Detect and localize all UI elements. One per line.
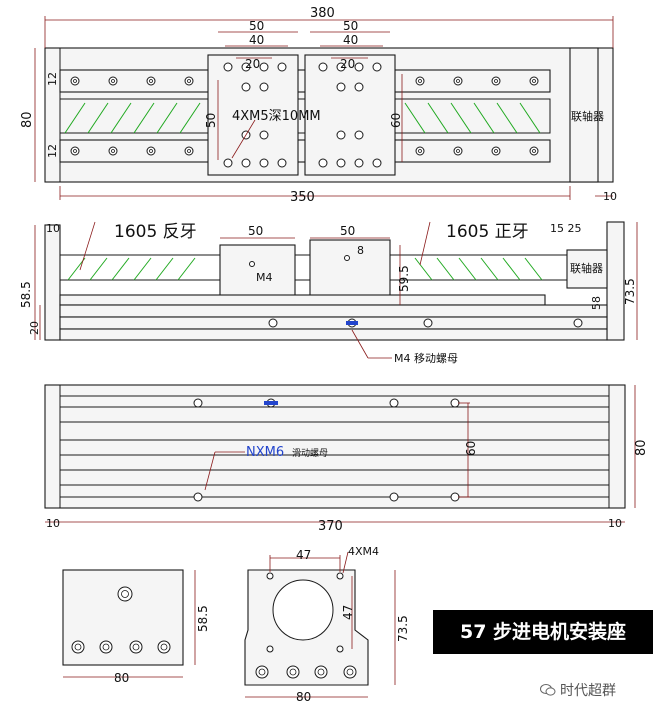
top-block-holes <box>223 62 382 168</box>
top-coupler-box <box>569 47 599 183</box>
dim-bottom-width: 80 <box>634 439 649 456</box>
dim-bottom-hole-spacing: 60 <box>464 441 478 456</box>
front-base-low <box>59 316 608 330</box>
dim-top-block-width-right: 50 <box>343 19 358 33</box>
top-view: 380 50 50 40 40 20 20 12 12 80 50 60 4XM… <box>20 6 617 205</box>
wechat-icon <box>540 684 556 696</box>
top-block-right <box>304 54 396 176</box>
dim-top-block-height-right: 60 <box>389 113 403 128</box>
dim-front-coupler-height: 58 <box>590 296 603 310</box>
top-screw-thread-left <box>64 102 201 134</box>
bottom-nut-label-suffix: 滑动螺母 <box>292 448 328 459</box>
mount-front-thread-note: 4XM4 <box>348 545 379 558</box>
bottom-nut-marker <box>264 401 278 405</box>
dim-top-end-width: 10 <box>603 190 617 203</box>
dim-front-base-thickness: 20 <box>28 321 41 335</box>
front-view: 10 1605 反牙 1605 正牙 50 50 8 M4 59.5 15 25… <box>19 221 638 365</box>
mount-side-view: 58.5 80 <box>62 569 210 685</box>
top-thread-note: 4XM5深10MM <box>232 109 321 124</box>
front-coupler <box>566 249 608 289</box>
dim-top-block-width-left: 50 <box>249 19 264 33</box>
dim-top-center-right: 20 <box>340 57 355 71</box>
top-coupler-label: 联轴器 <box>571 109 604 123</box>
bottom-view: NXM6 滑动螺母 60 80 10 370 10 <box>44 384 649 534</box>
mount-front-view: 47 4XM4 47 73.5 80 <box>244 545 410 704</box>
motor-bore <box>272 579 334 641</box>
dim-front-total-height-left: 58.5 <box>19 281 33 308</box>
dim-front-block-right-width: 50 <box>340 224 355 238</box>
top-block-left <box>207 54 299 176</box>
dim-top-hole-spacing-left: 40 <box>249 33 264 47</box>
dim-top-hole-spacing-right: 40 <box>343 33 358 47</box>
dim-top-center-left: 20 <box>245 57 260 71</box>
watermark: 时代超群 <box>560 683 616 699</box>
dim-front-coupler-offsets: 15 25 <box>550 222 582 235</box>
bottom-frame <box>44 384 626 509</box>
front-screw-label-left: 1605 反牙 <box>114 222 197 242</box>
dim-mount-side-width: 80 <box>114 671 129 685</box>
dim-top-rail-length: 350 <box>290 190 315 205</box>
bottom-holes <box>193 398 460 502</box>
front-end-right <box>606 221 625 341</box>
dim-top-overall-length: 380 <box>310 6 335 21</box>
dim-top-rail-offset-top: 12 <box>46 72 59 86</box>
front-base-mid <box>59 304 608 318</box>
front-screw-label-right: 1605 正牙 <box>446 222 529 242</box>
dim-bottom-length: 370 <box>318 519 343 534</box>
dim-front-block-height: 59.5 <box>397 265 411 292</box>
dim-top-rail-offset-bottom: 12 <box>46 144 59 158</box>
front-screw-thread-left <box>67 257 196 281</box>
dim-front-block-hole-offset: 8 <box>357 244 364 257</box>
front-nut-label: M4 移动螺母 <box>394 352 458 365</box>
bottom-nut-label: NXM6 <box>246 445 284 460</box>
dim-mount-front-hole-v: 47 <box>341 605 355 620</box>
front-base-top <box>59 294 546 306</box>
top-screw-thread-right <box>404 102 541 134</box>
dim-mount-front-width: 80 <box>296 690 311 704</box>
dim-mount-front-hole-h: 47 <box>296 548 311 562</box>
dim-top-block-height-left: 50 <box>204 113 218 128</box>
dim-front-total-height-right: 73.5 <box>623 278 637 305</box>
dim-front-end-left: 10 <box>46 222 60 235</box>
drawing-title: 57 步进电机安装座 <box>459 621 627 643</box>
dim-mount-front-height: 73.5 <box>396 615 410 642</box>
front-nut-marker <box>346 321 358 325</box>
front-end-left <box>44 224 61 341</box>
front-base-bottom <box>59 328 608 341</box>
title-banner <box>433 610 653 654</box>
dim-bottom-end-right: 10 <box>608 517 622 530</box>
front-screw-thread-right <box>414 257 543 281</box>
front-nut-thread: M4 <box>256 271 273 284</box>
dim-top-overall-width: 80 <box>20 111 35 128</box>
dim-mount-side-height: 58.5 <box>196 605 210 632</box>
front-block-right <box>309 239 391 306</box>
front-coupler-label: 联轴器 <box>570 261 603 275</box>
dim-bottom-end-left: 10 <box>46 517 60 530</box>
dim-front-block-left-width: 50 <box>248 224 263 238</box>
top-rail-holes <box>70 76 539 156</box>
